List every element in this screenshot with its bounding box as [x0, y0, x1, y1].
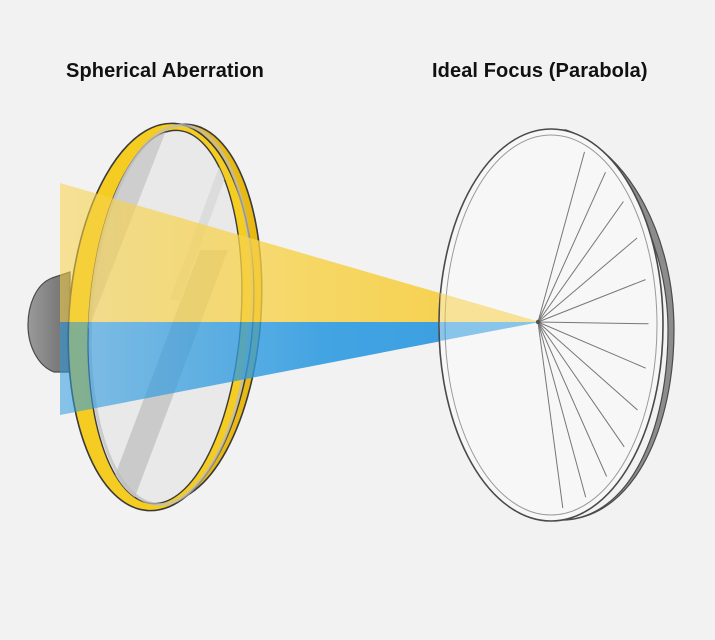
mirror-spoke: [537, 321, 564, 509]
mirror-spoke: [537, 321, 638, 411]
mirror-spoke: [537, 321, 649, 325]
mirror-spoke: [537, 237, 638, 323]
mirror-spoke: [537, 321, 625, 448]
blue-beam: [60, 322, 540, 415]
mirror-spoke: [537, 279, 646, 323]
mirror-spoke: [537, 171, 606, 323]
mirror-spoke: [537, 321, 587, 498]
mirror-spoke: [537, 321, 646, 369]
spherical-aberration-title: Spherical Aberration: [66, 60, 264, 82]
mirror-spoke: [537, 201, 624, 323]
mirror-spoke: [537, 151, 585, 323]
mirror-spokes: [537, 151, 649, 509]
mirror-spoke: [537, 321, 608, 477]
lens-mount: [27, 271, 71, 373]
yellow-beam: [60, 183, 540, 322]
ideal-focus-title: Ideal Focus (Parabola): [432, 60, 648, 82]
focal-point: [535, 319, 541, 325]
